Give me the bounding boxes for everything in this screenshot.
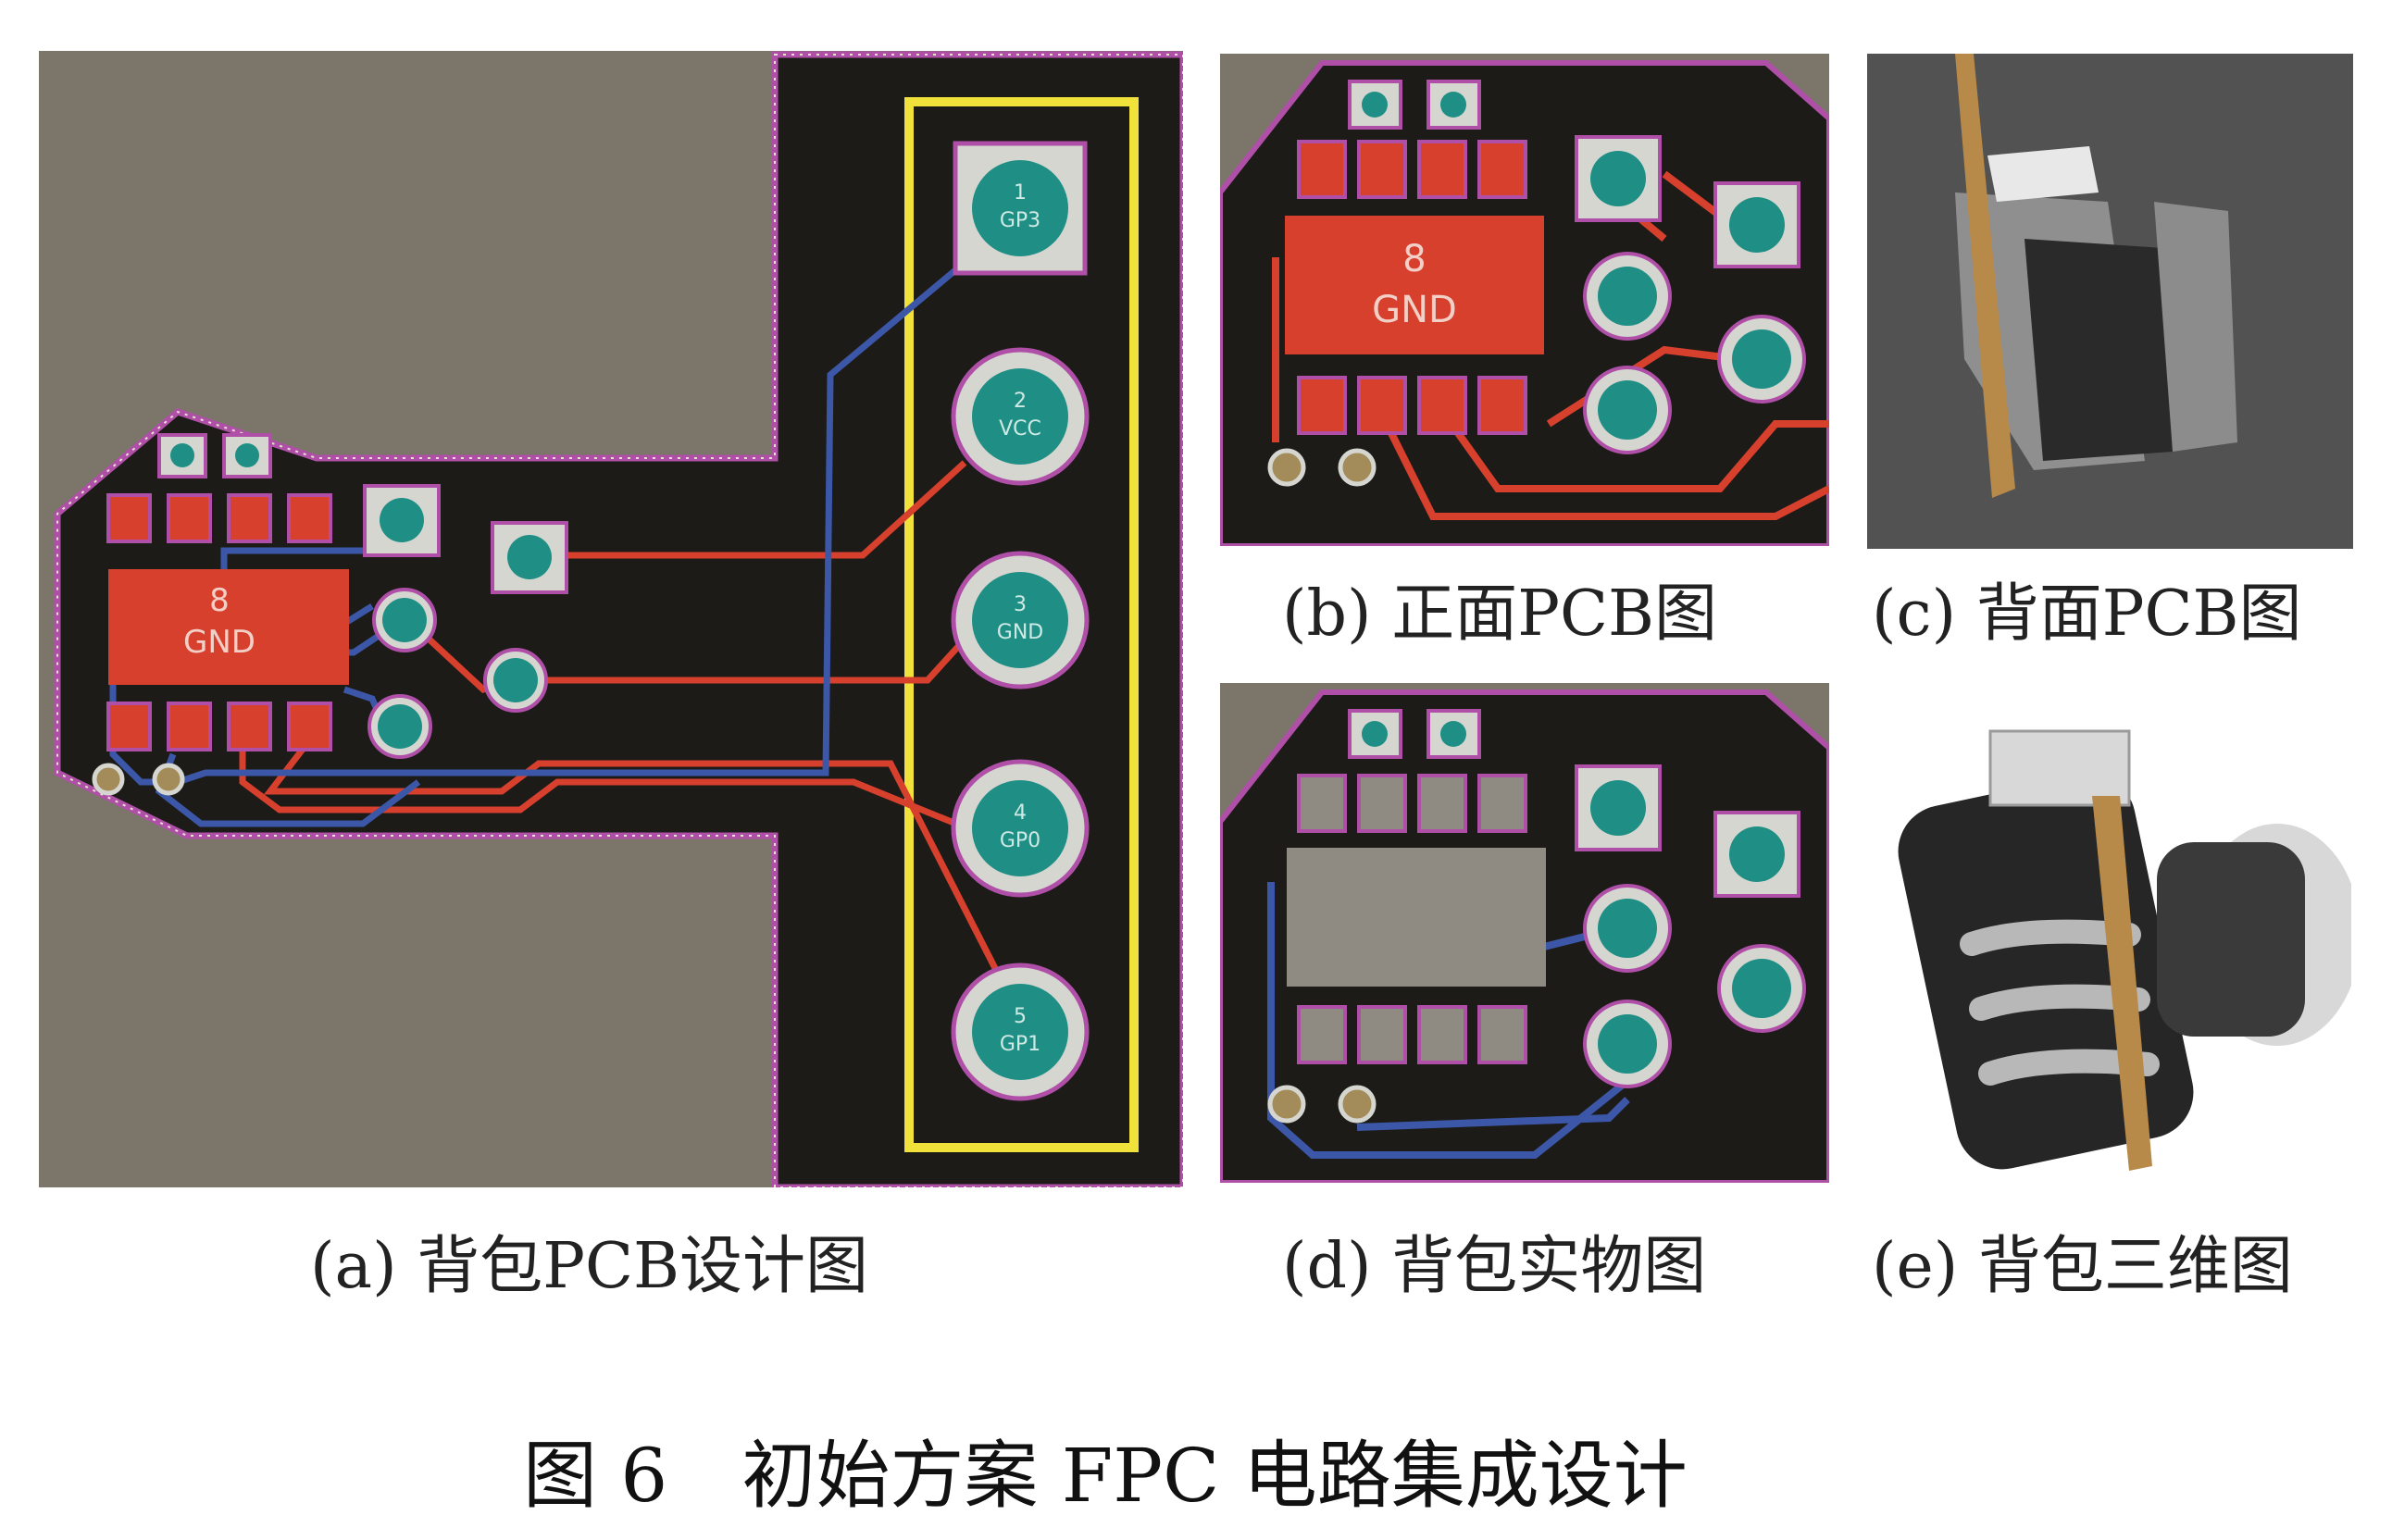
chip-label-top: 8 (209, 582, 230, 619)
pin-3-name: GND (997, 621, 1043, 644)
pin-2-number: 2 (1014, 390, 1027, 413)
pin-4-number: 4 (1014, 801, 1027, 825)
back-pcb-photo (1867, 54, 2353, 549)
pcb-design-drawing: 8 GND 1 (39, 51, 1183, 1187)
caption-e: (e) 背包三维图 (1872, 1230, 2293, 1303)
pin-1-name: GP3 (1000, 209, 1040, 232)
caption-c: (c) 背面PCB图 (1872, 578, 2302, 651)
chip-b-top: 8 (1402, 238, 1426, 280)
pin-5-name: GP1 (1000, 1033, 1040, 1056)
caption-b: (b) 正面PCB图 (1282, 578, 1717, 651)
panel-c-back-pcb-photo (1867, 54, 2353, 549)
panel-a-pcb-design: 8 GND 1 (39, 51, 1183, 1187)
chip-b-bottom: GND (1372, 289, 1457, 331)
panel-d-physical-pcb (1220, 683, 1829, 1183)
caption-d: (d) 背包实物图 (1282, 1230, 1707, 1303)
pin-3-number: 3 (1014, 593, 1027, 616)
physical-pcb-drawing (1220, 683, 1829, 1183)
pin-1-number: 1 (1014, 181, 1027, 205)
chip-label-bottom: GND (183, 624, 255, 661)
panel-b-front-pcb: 8 GND (1220, 54, 1829, 546)
3d-model-render (1888, 703, 2351, 1185)
pin-5-number: 5 (1014, 1005, 1027, 1028)
figure-title: 图 6 初始方案 FPC 电路集成设计 (523, 1433, 1688, 1519)
caption-a: (a) 背包PCB设计图 (310, 1230, 868, 1303)
pin-2-name: VCC (999, 417, 1041, 441)
pin-4-name: GP0 (1000, 829, 1040, 852)
panel-e-3d-model (1888, 703, 2351, 1185)
front-pcb-drawing: 8 GND (1220, 54, 1829, 546)
